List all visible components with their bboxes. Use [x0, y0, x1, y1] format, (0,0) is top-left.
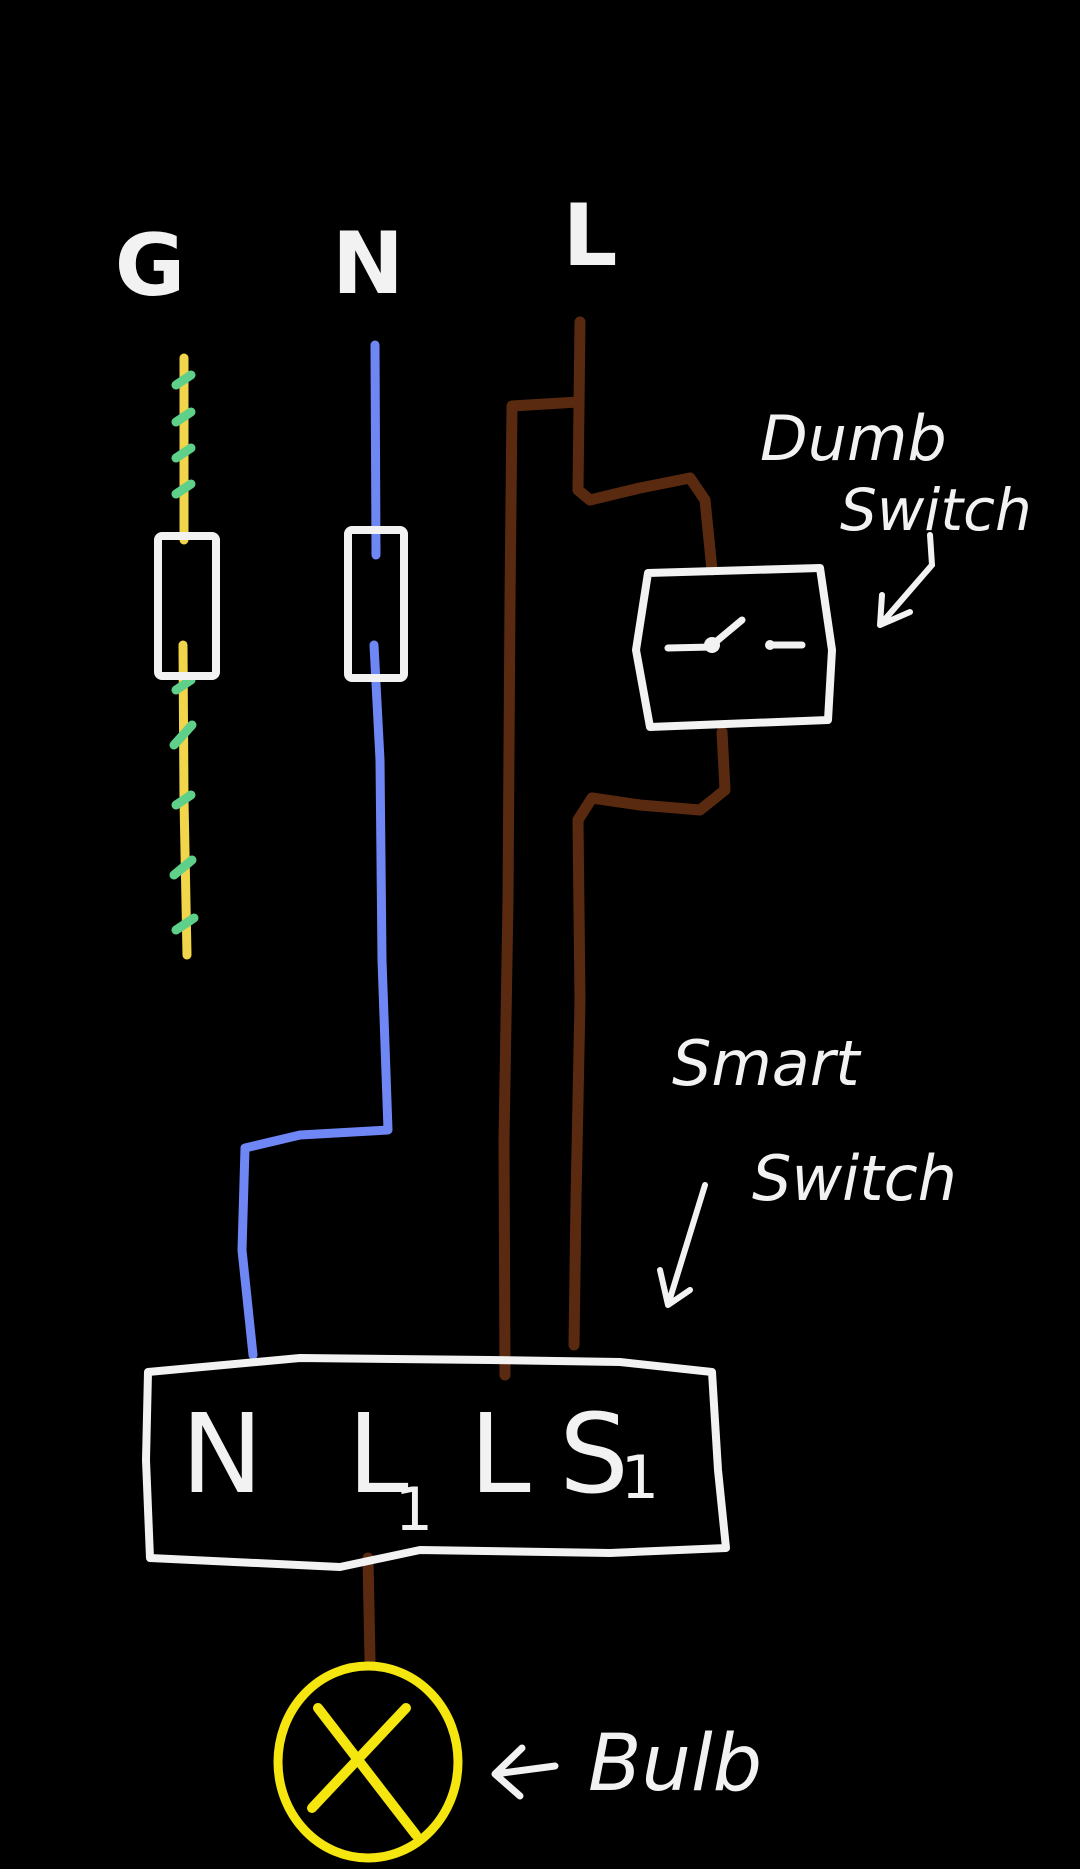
smart-switch: N L 1 L S 1	[142, 1354, 730, 1571]
live-to-smart-switch	[498, 396, 584, 1381]
neutral-wire-bottom	[237, 640, 393, 1360]
bulb-arrow	[491, 1744, 559, 1800]
dumb-switch-label-line2: Switch	[840, 476, 1032, 544]
terminal-l: L	[469, 1390, 530, 1518]
ground-label: G	[115, 216, 186, 316]
terminal-n: N	[181, 1390, 263, 1518]
smart-switch-label-line2: Switch	[752, 1142, 957, 1215]
neutral-wire-top	[370, 340, 381, 560]
terminal-l1: L	[347, 1390, 408, 1518]
live-to-dumb-switch	[572, 316, 718, 576]
neutral-label: N	[332, 214, 404, 314]
neutral-connector	[344, 526, 408, 682]
bulb-wire	[362, 1552, 376, 1666]
smart-switch-label-line1: Smart	[672, 1027, 862, 1100]
ground-connector	[154, 532, 220, 680]
smart-switch-arrow	[657, 1182, 708, 1308]
ground-wire	[169, 353, 199, 960]
terminal-s1-subscript: 1	[621, 1443, 659, 1513]
live-label: L	[563, 186, 618, 286]
bulb	[273, 1661, 463, 1863]
bulb-label: Bulb	[588, 1719, 762, 1809]
dumb-switch-arrow	[877, 532, 936, 628]
switched-live-wire	[568, 726, 731, 1351]
terminal-s1: S	[559, 1390, 629, 1518]
terminal-l1-subscript: 1	[395, 1475, 433, 1545]
dumb-switch	[632, 564, 836, 731]
dumb-switch-label-line1: Dumb	[760, 402, 947, 475]
